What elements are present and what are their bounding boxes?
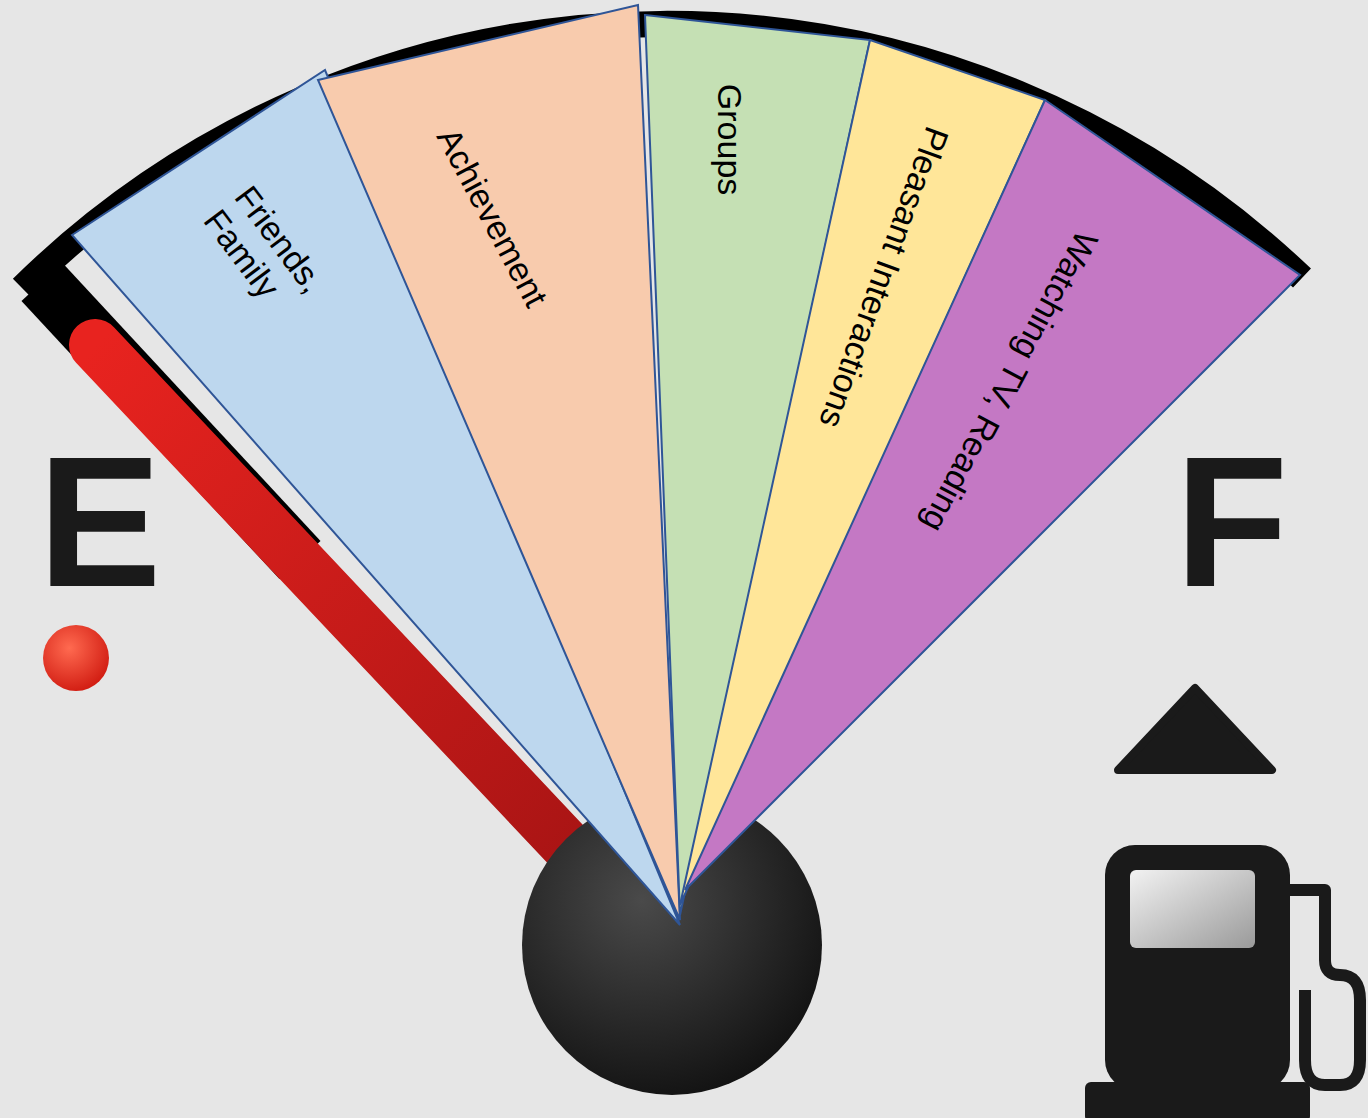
- side-arrow: [1118, 688, 1272, 770]
- wedge-shape: [318, 5, 680, 920]
- gauge-mark: F: [1175, 430, 1288, 615]
- wedge-label: Groups: [710, 84, 749, 196]
- gauge-mark: E: [38, 430, 161, 615]
- fuel-pump-icon: [1085, 845, 1360, 1118]
- warning-dot: [43, 625, 109, 691]
- gauge-wedge: Achievement: [318, 5, 680, 920]
